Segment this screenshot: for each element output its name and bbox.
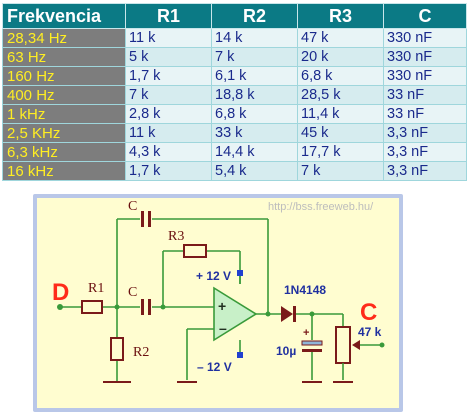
r2-cell: 5,4 k bbox=[211, 161, 298, 181]
c-top-label: C bbox=[128, 199, 137, 214]
frequency-cell: 16 kHz bbox=[2, 161, 126, 181]
non-inverting-ground-wire bbox=[177, 328, 214, 383]
c-cell: 33 nF bbox=[383, 104, 467, 124]
r3-cell: 6,8 k bbox=[297, 66, 384, 86]
r1-cell: 2,8 k bbox=[125, 104, 212, 124]
cap-10u-label: 10µ bbox=[276, 344, 296, 358]
r2-cell: 14,4 k bbox=[211, 142, 298, 162]
c-cell: 330 nF bbox=[383, 47, 467, 67]
frequency-cell: 1 kHz bbox=[2, 104, 126, 124]
r3-cell: 47 k bbox=[297, 28, 384, 48]
opamp-plus-sign: + bbox=[218, 298, 226, 314]
r3-cell: 11,4 k bbox=[297, 104, 384, 124]
vplus-label: + 12 V bbox=[196, 269, 231, 283]
r3-cell: 28,5 k bbox=[297, 85, 384, 105]
feedback-wires bbox=[114, 218, 269, 381]
r3-label: R3 bbox=[168, 229, 184, 244]
supply-negative bbox=[237, 340, 243, 358]
table-row: 16 kHz 1,7 k 5,4 k 7 k 3,3 nF bbox=[2, 161, 467, 181]
r1-cell: 1,7 k bbox=[125, 66, 212, 86]
table-row: 63 Hz 5 k 7 k 20 k 330 nF bbox=[2, 47, 467, 67]
vminus-label: – 12 V bbox=[197, 360, 232, 374]
r2-cell: 6,1 k bbox=[211, 66, 298, 86]
capacitor-mid bbox=[141, 299, 151, 315]
c-mid-label: C bbox=[128, 285, 137, 300]
frequency-cell: 63 Hz bbox=[2, 47, 126, 67]
header-c: C bbox=[383, 3, 467, 29]
circuit-schematic: http://bss.freeweb.hu/ D R1 C R2 C bbox=[33, 194, 403, 412]
r2-cell: 6,8 k bbox=[211, 104, 298, 124]
output-label: C bbox=[360, 299, 377, 326]
source-url: http://bss.freeweb.hu/ bbox=[268, 201, 374, 213]
table-row: 28,34 Hz 11 k 14 k 47 k 330 nF bbox=[2, 28, 467, 48]
resistor-r2 bbox=[110, 337, 124, 361]
opamp-minus-sign: – bbox=[219, 320, 227, 336]
frequency-cell: 400 Hz bbox=[2, 85, 126, 105]
diode-label: 1N4148 bbox=[284, 283, 326, 297]
resistor-r3 bbox=[183, 244, 207, 258]
c-cell: 3,3 nF bbox=[383, 123, 467, 143]
table-row: 1 kHz 2,8 k 6,8 k 11,4 k 33 nF bbox=[2, 104, 467, 124]
frequency-table: Frekvencia R1 R2 R3 C 28,34 Hz 11 k 14 k… bbox=[2, 3, 467, 181]
resistor-r1 bbox=[81, 300, 103, 314]
r3-cell: 7 k bbox=[297, 161, 384, 181]
r1-cell: 7 k bbox=[125, 85, 212, 105]
capacitor-top bbox=[141, 211, 151, 227]
r1-cell: 4,3 k bbox=[125, 142, 212, 162]
c-cell: 330 nF bbox=[383, 28, 467, 48]
r2-cell: 14 k bbox=[211, 28, 298, 48]
header-r1: R1 bbox=[125, 3, 212, 29]
r1-cell: 11 k bbox=[125, 123, 212, 143]
output-wire bbox=[256, 311, 344, 340]
frequency-cell: 2,5 KHz bbox=[2, 123, 126, 143]
header-frekvencia: Frekvencia bbox=[2, 3, 126, 29]
supply-positive bbox=[237, 270, 243, 284]
frequency-cell: 28,34 Hz bbox=[2, 28, 126, 48]
table-row: 400 Hz 7 k 18,8 k 28,5 k 33 nF bbox=[2, 85, 467, 105]
c-cell: 33 nF bbox=[383, 85, 467, 105]
r1-cell: 11 k bbox=[125, 28, 212, 48]
diode-1n4148 bbox=[281, 306, 296, 322]
pot-label: 47 k bbox=[358, 325, 382, 339]
r2-cell: 33 k bbox=[211, 123, 298, 143]
frequency-cell: 160 Hz bbox=[2, 66, 126, 86]
r3-cell: 17,7 k bbox=[297, 142, 384, 162]
c-cell: 3,3 nF bbox=[383, 142, 467, 162]
r2-cell: 7 k bbox=[211, 47, 298, 67]
capacitor-10u: + bbox=[301, 327, 323, 383]
r1-cell: 5 k bbox=[125, 47, 212, 67]
inverting-input-wire bbox=[152, 250, 241, 310]
table-row: 6,3 kHz 4,3 k 14,4 k 17,7 k 3,3 nF bbox=[2, 142, 467, 162]
r3-cell: 45 k bbox=[297, 123, 384, 143]
header-r3: R3 bbox=[297, 3, 384, 29]
r2-label: R2 bbox=[133, 345, 149, 360]
table-header-row: Frekvencia R1 R2 R3 C bbox=[2, 3, 467, 29]
r2-cell: 18,8 k bbox=[211, 85, 298, 105]
op-amp bbox=[213, 286, 258, 342]
header-r2: R2 bbox=[211, 3, 298, 29]
potentiometer-47k bbox=[333, 326, 385, 383]
r1-cell: 1,7 k bbox=[125, 161, 212, 181]
input-label: D bbox=[52, 279, 69, 306]
table-row: 2,5 KHz 11 k 33 k 45 k 3,3 nF bbox=[2, 123, 467, 143]
table-row: 160 Hz 1,7 k 6,1 k 6,8 k 330 nF bbox=[2, 66, 467, 86]
c-cell: 3,3 nF bbox=[383, 161, 467, 181]
frequency-cell: 6,3 kHz bbox=[2, 142, 126, 162]
input-wire bbox=[57, 304, 140, 310]
cap-polarity-sign: + bbox=[303, 327, 309, 339]
r1-label: R1 bbox=[88, 281, 104, 296]
c-cell: 330 nF bbox=[383, 66, 467, 86]
r3-cell: 20 k bbox=[297, 47, 384, 67]
